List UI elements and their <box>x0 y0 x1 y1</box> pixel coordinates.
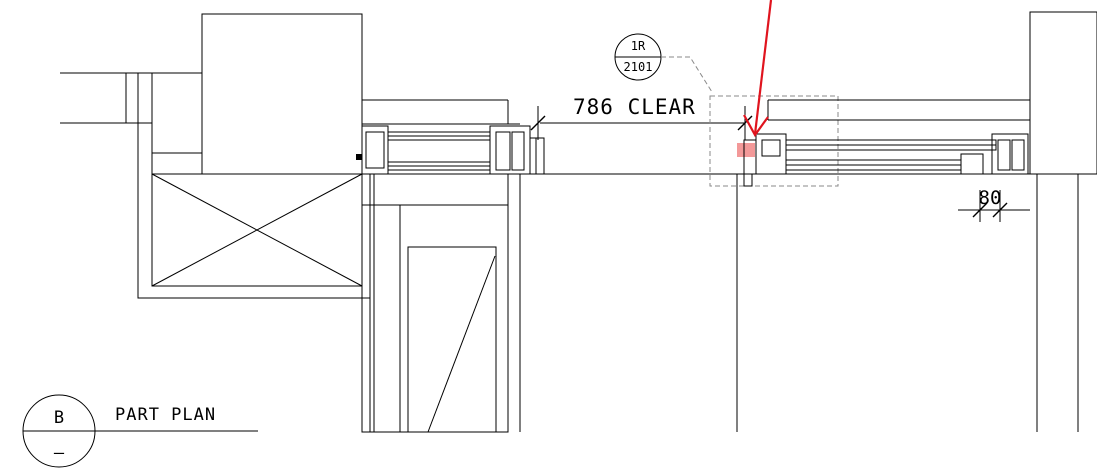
annotation-arrow <box>743 0 773 138</box>
detail-callout <box>614 33 839 187</box>
view-sheet-ref: – <box>54 443 65 463</box>
left-concrete-column <box>151 13 363 175</box>
door-frame-verticals <box>361 174 521 433</box>
left-door-profile <box>356 125 545 175</box>
right-door-profile <box>737 133 1029 187</box>
clear-dimension-label: 786 CLEAR <box>573 95 696 119</box>
view-title-label: PART PLAN <box>115 405 216 425</box>
slab-line <box>152 99 1097 175</box>
offset-dimension <box>958 190 1030 222</box>
left-cavity-box <box>137 123 370 299</box>
right-head-lines <box>767 99 1030 121</box>
callout-detail-number: 1R <box>631 39 646 53</box>
left-wall-lines <box>60 72 152 124</box>
right-concrete-column <box>1029 11 1097 175</box>
view-letter: B <box>54 408 64 428</box>
offset-dimension-label: 80 <box>979 187 1002 209</box>
clear-dimension <box>530 106 753 140</box>
highlight-marker <box>737 143 755 157</box>
right-opening-lines <box>736 174 1079 432</box>
view-title <box>22 394 258 468</box>
callout-sheet-number: 2101 <box>624 60 653 74</box>
